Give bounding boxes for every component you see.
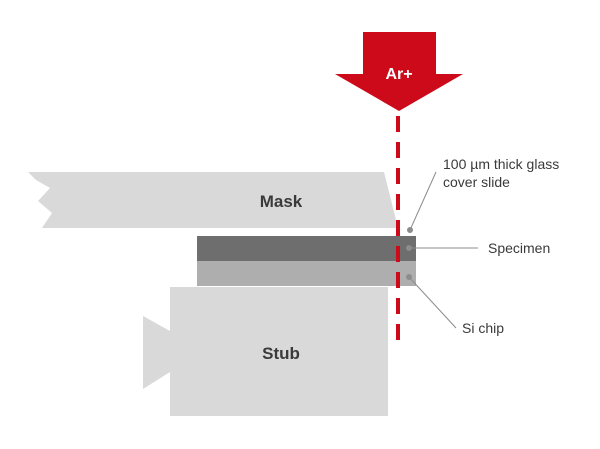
glass-leader-line: [409, 171, 437, 231]
si-chip-layer: [197, 261, 416, 286]
si-chip-label: Si chip: [462, 320, 504, 336]
si-chip-marker-dot: [406, 274, 412, 280]
mask-block: [28, 172, 398, 228]
mask-label: Mask: [260, 192, 303, 211]
stub-label: Stub: [262, 344, 300, 363]
si-chip-leader-line: [408, 276, 457, 329]
specimen-marker-dot: [406, 245, 412, 251]
glass-label-line2: cover slide: [443, 174, 510, 190]
ar-ion-label: Ar+: [385, 66, 412, 83]
glass-marker-dot: [407, 227, 413, 233]
specimen-label: Specimen: [488, 240, 550, 256]
glass-label-line1: 100 µm thick glass: [443, 156, 559, 172]
ar-ion-arrow: [335, 32, 463, 111]
stub-block: [143, 287, 388, 416]
specimen-layer: [197, 236, 416, 261]
